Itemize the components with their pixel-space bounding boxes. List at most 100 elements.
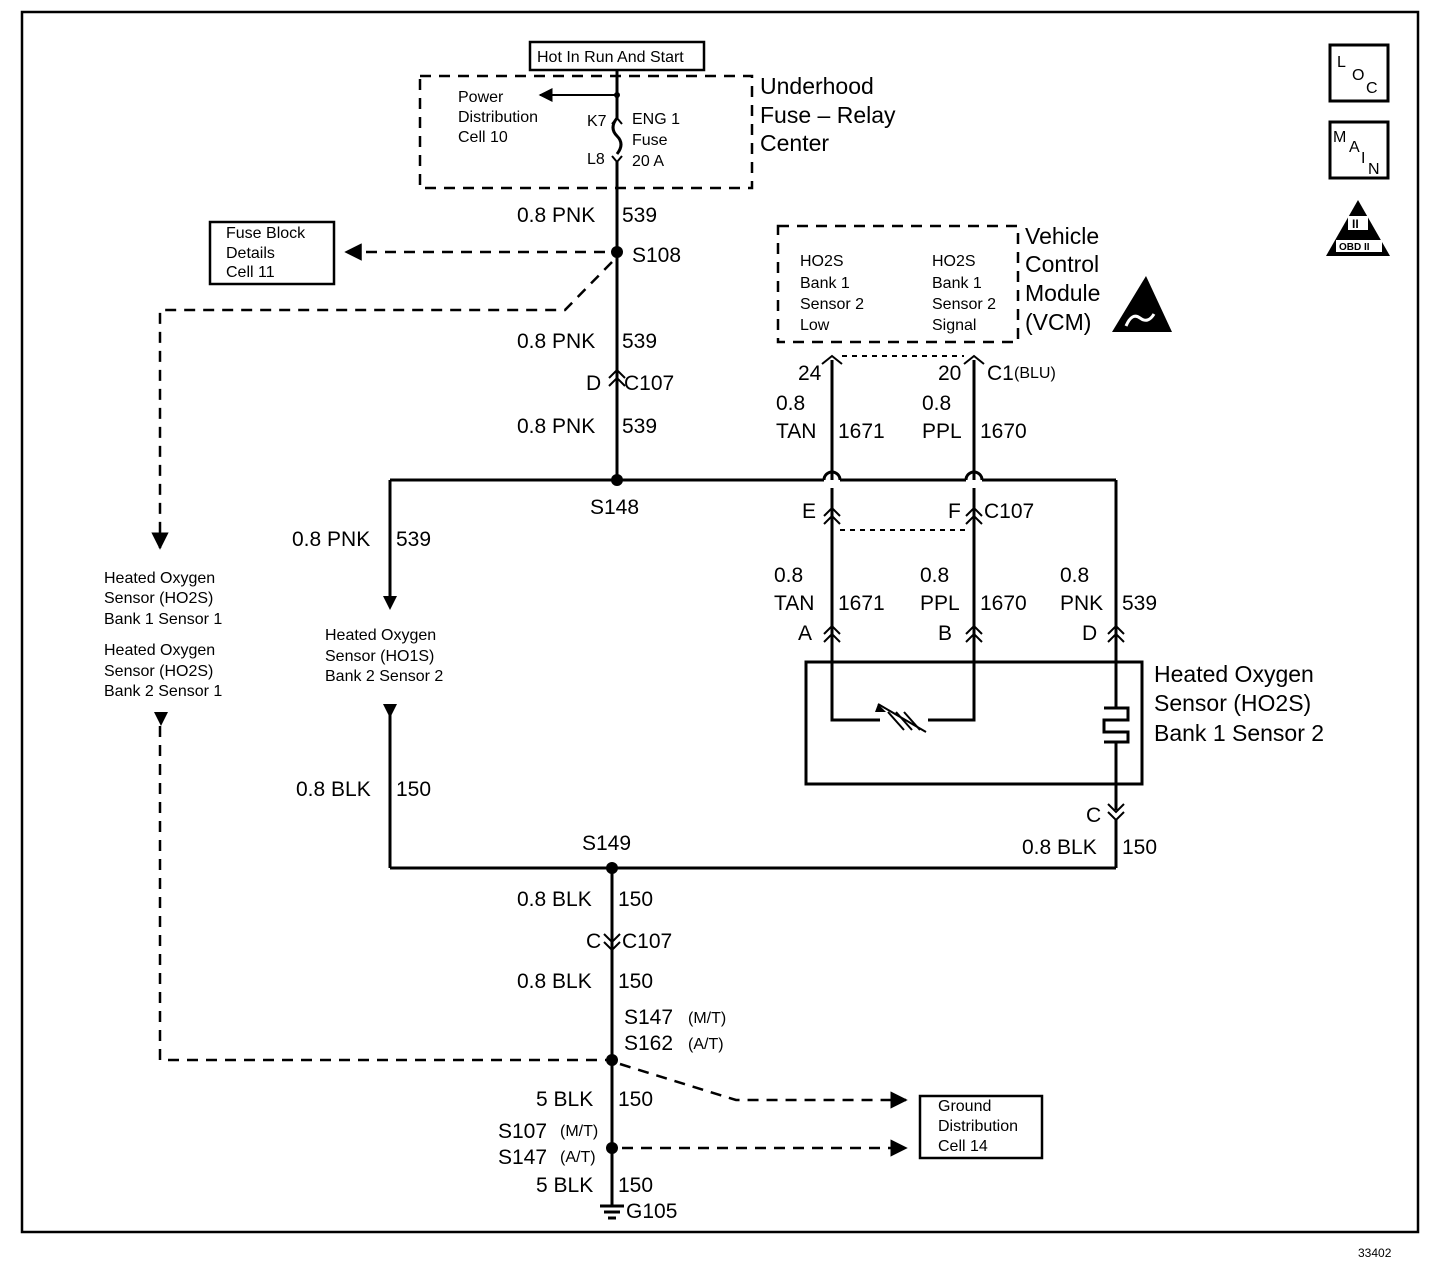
wire-label-size: 0.8 [920,564,949,587]
main-icon-m: M [1333,129,1346,146]
wire-label-color-ppl: PPL [922,420,962,443]
vcm-connector-color: (BLU) [1014,365,1056,382]
obd-ii-icon[interactable]: II OBD II [1326,200,1390,256]
wire-label-color-ppl: PPL [920,592,960,615]
esd-warning-icon [1112,276,1172,332]
sensor-b2s1-1: Heated Oxygen [104,642,215,659]
vcm-title-1: Vehicle [1025,223,1099,249]
sensor-b1s1-2: Sensor (HO2S) [104,590,213,607]
wire-label-circuit: 150 [618,970,653,993]
power-distribution-line-3: Cell 10 [458,129,508,146]
main-icon[interactable]: M A I N [1328,120,1390,180]
wire-label-size: 0.8 PNK [517,330,595,353]
sensor-b2s1-2: Sensor (HO2S) [104,663,213,680]
splice-s148-label: S148 [590,496,639,519]
wire-label-circuit: 1670 [980,420,1027,443]
page-frame [20,10,1420,1234]
fuse-pin-k7: K7 [587,113,607,130]
sensor-b2s1-3: Bank 2 Sensor 1 [104,683,222,700]
fuse-block-details-3: Cell 11 [226,264,275,281]
fuse-label-2: Fuse [632,132,668,149]
wire-label-circuit: 150 [618,1088,653,1111]
loc-icon[interactable]: L O C [1328,43,1390,103]
wire-label-size: 0.8 BLK [1022,836,1097,859]
underhood-fuse-relay-box [418,74,754,190]
sensor-b2s2-2: Sensor (HO1S) [325,648,434,665]
connector-pin-e: E [802,500,816,523]
splice-s147-bottom-label: S147 [498,1146,547,1169]
ground-distribution-2: Distribution [938,1118,1018,1135]
loc-icon-c: C [1366,80,1378,97]
diagram-number: 33402 [1358,1246,1392,1260]
splice-s108-label: S108 [632,244,681,267]
connector-pin-d: D [1082,622,1097,645]
connector-c107: C107 [624,372,674,395]
splice-mt-note: (M/T) [688,1010,726,1027]
underhood-label-2: Fuse – Relay [760,102,896,128]
ground-distribution-3: Cell 14 [938,1138,988,1155]
splice-s149-label: S149 [582,832,631,855]
wire-label-color-tan: TAN [774,592,814,615]
hot-in-run-label: Hot In Run And Start [537,49,684,66]
oxygen-sensing-element [875,703,928,733]
sensor-b1s2-3: Bank 1 Sensor 2 [1154,720,1324,746]
splice-at-note: (A/T) [688,1036,724,1053]
ground-distribution-box[interactable] [918,1094,1044,1160]
splice-s107-s147 [606,1142,618,1154]
connector-pin-f: F [948,500,961,523]
wire-label-circuit: 150 [396,778,431,801]
fuse-block-details-1: Fuse Block [226,225,306,242]
splice-s162-label: S162 [624,1032,673,1055]
vcm-right-1: HO2S [932,253,976,270]
wire-label-size: 0.8 [776,392,805,415]
vcm-left-4: Low [800,317,830,334]
main-icon-i: I [1361,150,1365,167]
connector-pin-c: C [586,930,601,953]
vcm-right-4: Signal [932,317,976,334]
fuse-symbol [611,117,623,155]
fuse-pin-l8: L8 [587,151,605,168]
wire-label-circuit: 539 [1122,592,1157,615]
connector-c107: C107 [622,930,672,953]
wire-label-size: 0.8 [1060,564,1089,587]
wire-label-size: 5 BLK [536,1174,593,1197]
fuse-label-3: 20 A [632,153,664,170]
wire-label-size: 0.8 PNK [517,415,595,438]
ground-g105-label: G105 [626,1200,677,1223]
wire-label-circuit: 150 [1122,836,1157,859]
ground-icon [600,1204,624,1220]
splice-s148 [611,474,623,486]
splice-s107-label: S107 [498,1120,547,1143]
main-icon-n: N [1368,161,1380,178]
vcm-connector-c1: C1 [987,362,1014,385]
vcm-title-2: Control [1025,251,1099,277]
wire-label-size: 0.8 BLK [296,778,371,801]
vcm-title-3: Module [1025,280,1100,306]
vcm-right-3: Sensor 2 [932,296,996,313]
heater-element [1102,700,1130,810]
wire-label-size: 5 BLK [536,1088,593,1111]
wire-label-circuit: 1671 [838,420,885,443]
fuse-block-details-2: Details [226,245,275,262]
wire-label-circuit: 150 [618,888,653,911]
sensor-b2s2-3: Bank 2 Sensor 2 [325,668,443,685]
wire-label-size: 0.8 BLK [517,888,592,911]
fuse-block-details-box[interactable] [208,220,336,286]
vcm-left-3: Sensor 2 [800,296,864,313]
wire-label-circuit: 1670 [980,592,1027,615]
loc-icon-o: O [1352,67,1364,84]
sensor-b1s1-3: Bank 1 Sensor 1 [104,611,222,628]
wire-label-size: 0.8 [922,392,951,415]
obd-ii-roman: II [1352,217,1359,231]
connector-pin-d: D [586,372,601,395]
ground-distribution-1: Ground [938,1098,991,1115]
wire-label-size: 0.8 BLK [517,970,592,993]
connector-pin-c: C [1086,804,1101,827]
splice-s147-label: S147 [624,1006,673,1029]
underhood-label-1: Underhood [760,73,874,99]
vcm-box[interactable] [776,224,1020,344]
sensor-b1s2-2: Sensor (HO2S) [1154,690,1311,716]
wire-label-size: 0.8 PNK [292,528,370,551]
main-icon-a: A [1349,139,1360,156]
